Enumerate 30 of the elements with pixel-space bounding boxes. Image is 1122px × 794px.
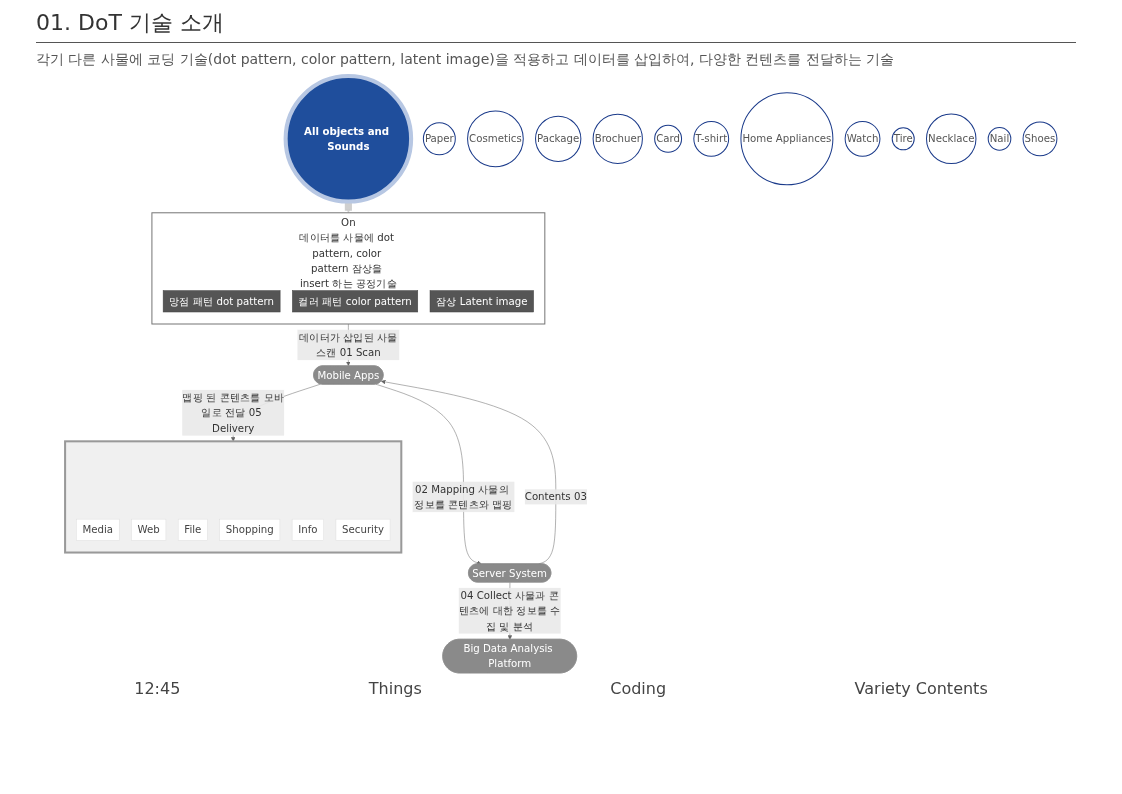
node-circle: Home Appliances bbox=[740, 91, 834, 185]
node-circle: Brochuer bbox=[592, 113, 643, 164]
node-circle: Nail bbox=[987, 126, 1012, 151]
section-label: Things bbox=[368, 679, 422, 698]
edge-label: 02 Mapping 사물의 정보를 콘텐츠와 맵핑 bbox=[414, 482, 513, 511]
node-circle: Necklace bbox=[926, 113, 977, 164]
node-circle: Paper bbox=[422, 121, 456, 155]
edge-label: 맵핑 된 콘텐츠를 모바일로 전달 05 Delivery bbox=[182, 390, 284, 434]
node-box: 잠상 Latent image bbox=[429, 289, 534, 312]
node-box: Shopping bbox=[219, 518, 281, 541]
edge-label: Contents 03 bbox=[524, 490, 587, 503]
node-box: 망점 패턴 dot pattern bbox=[162, 289, 281, 312]
status-bar-time: 12:45 bbox=[134, 679, 181, 698]
node-circle: Cosmetics bbox=[467, 109, 524, 167]
node-circle: Watch bbox=[844, 120, 881, 157]
section-label: Coding bbox=[610, 679, 667, 698]
node-circle: T-shirt bbox=[693, 120, 730, 157]
page-title: 01. DoT 기술 소개 bbox=[36, 8, 1076, 43]
section-label: Variety Contents bbox=[854, 679, 988, 698]
node-box: Media bbox=[76, 518, 120, 541]
edge-label: 데이터가 삽입된 사물스캔 01 Scan bbox=[299, 330, 398, 359]
edge-label: 04 Collect 사물과 콘텐츠에 대한 정보를 수집 및 분석 bbox=[458, 588, 561, 632]
subtitle-text: 각기 다른 사물에 코딩 기술(dot pattern, color pattern, latent image)을 적용하고 데이터를 삽입하여, 다양한 컨텐츠를 전달하는 기술 bbox=[36, 51, 896, 69]
node-circle: Package bbox=[535, 115, 582, 162]
node-box: 컬러 패턴 color pattern bbox=[292, 289, 419, 312]
node-circle: Shoes bbox=[1022, 120, 1058, 156]
node-circle: Card bbox=[654, 124, 683, 153]
node-box: Web bbox=[131, 518, 167, 541]
node-circle: All objects and Sounds bbox=[283, 73, 414, 204]
node-circle: Tire bbox=[891, 126, 915, 150]
